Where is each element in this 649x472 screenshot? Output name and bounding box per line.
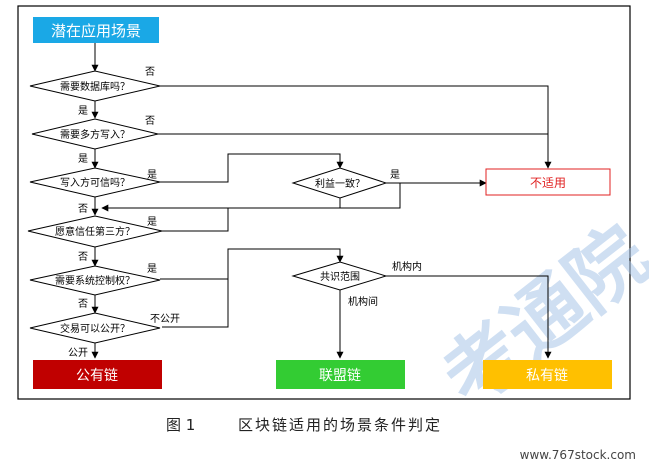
edge-label: 否 (145, 66, 155, 78)
decision-label: 利益一致？ (315, 177, 365, 190)
decision-label: 写入方可信吗？ (60, 176, 130, 189)
edge-label: 是 (147, 169, 157, 181)
outcome-label: 不适用 (530, 176, 566, 190)
figure-caption: 图 1 区块链适用的场景条件判定 (166, 416, 442, 434)
edge-label: 是 (390, 169, 400, 181)
watermark-logo-text: 考通院 (426, 210, 649, 425)
edge-d6-no (162, 279, 229, 328)
figure-frame (17, 5, 631, 400)
decision-transactions-public: 交易可以公开？ (29, 312, 161, 344)
edge-labels: 否 是 否 是 是 否 是 是 否 是 否 不公开 公开 机构内 机构间 (68, 66, 422, 359)
decision-label: 愿意信任第三方？ (55, 225, 135, 238)
caption-number: 图 1 (166, 416, 195, 434)
edge-d3-d7 (160, 153, 344, 183)
outcome-consortium-chain: 联盟链 (276, 360, 405, 389)
edge-d5-d8 (160, 248, 344, 280)
edge-label: 否 (145, 115, 155, 127)
start-label: 潜在应用场景 (51, 22, 141, 40)
decision-system-control: 需要系统控制权？ (29, 265, 161, 296)
start-node: 潜在应用场景 (33, 17, 159, 43)
decision-trust-third-party: 愿意信任第三方？ (27, 215, 163, 248)
decision-label: 需要多方写入？ (60, 128, 130, 141)
outcome-label: 联盟链 (319, 368, 361, 384)
edge-label: 是 (147, 216, 157, 228)
outcome-label: 私有链 (526, 368, 568, 384)
edge-label: 否 (78, 203, 88, 215)
edge-d8-internal (386, 275, 552, 359)
edge-label: 是 (78, 105, 88, 117)
edge-label: 否 (78, 298, 88, 310)
decision-needs-database: 需要数据库吗？ (29, 70, 161, 102)
edge-d7-no-up (339, 183, 401, 209)
outcome-private-chain: 私有链 (483, 360, 612, 389)
decision-label: 交易可以公开？ (60, 322, 130, 335)
decision-consensus-scope: 共识范围 (291, 261, 388, 291)
edge-label: 是 (78, 153, 88, 165)
decision-label: 需要数据库吗？ (60, 80, 130, 93)
edge-label: 是 (147, 263, 157, 275)
decision-label: 需要系统控制权？ (55, 274, 135, 287)
outcome-public-chain: 公有链 (33, 360, 162, 389)
edge-label: 机构间 (348, 295, 378, 308)
outcome-label: 公有链 (76, 368, 118, 384)
decision-writers-trusted: 写入方可信吗？ (29, 167, 161, 198)
edge-label: 否 (78, 251, 88, 263)
edge-d1-no (160, 85, 552, 169)
edge-label: 机构内 (392, 260, 422, 273)
decision-multi-writer: 需要多方写入？ (31, 118, 159, 150)
connectors (91, 43, 552, 359)
watermark-logo: 考通院 (426, 210, 649, 425)
outcome-not-applicable: 不适用 (485, 168, 611, 196)
edge-d4-yes (160, 208, 229, 232)
decision-label: 共识范围 (320, 270, 360, 283)
edge-label: 不公开 (150, 314, 180, 325)
watermark-url: www.767stock.com (520, 448, 636, 462)
decision-interests-aligned: 利益一致？ (291, 167, 388, 199)
edge-label: 公开 (68, 348, 88, 359)
caption-text: 区块链适用的场景条件判定 (238, 416, 442, 434)
